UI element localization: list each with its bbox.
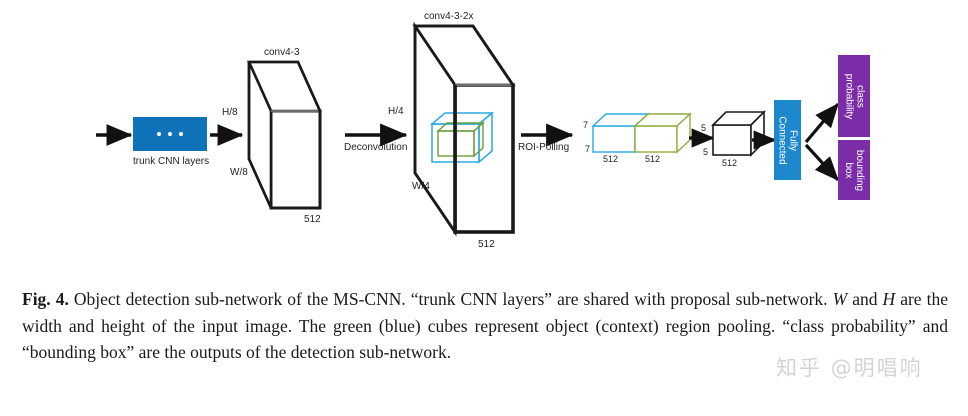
conv4-3-title: conv4-3 — [264, 47, 300, 58]
bbox-line2: box — [844, 161, 855, 179]
caption-var-w: W — [832, 289, 848, 309]
pooled-depth-label: 512 — [722, 158, 738, 168]
figure-diagram: trunk CNN layers conv4-3 H/8 W/8 512 Dec… — [96, 11, 870, 250]
ellipsis-icon — [133, 117, 207, 151]
bbox-line1: bounding — [854, 149, 866, 191]
figure-caption: Fig. 4. Object detection sub-network of … — [22, 286, 948, 366]
conv4-3-2x-block — [412, 21, 516, 237]
fc-line1: Fully — [788, 129, 799, 151]
conv4-3-2x-width-label: W/4 — [412, 181, 430, 192]
conv4-3-depth-label: 512 — [304, 214, 321, 225]
conv4-3-2x-height-label: H/4 — [388, 106, 404, 117]
conv4-3-height-label: H/8 — [222, 107, 238, 118]
deconvolution-label: Deconvolution — [344, 142, 408, 153]
fc-to-bbox-arrow — [804, 143, 840, 182]
roi-polling-label: ROI-Polling — [518, 142, 570, 153]
conv4-3-2x-title: conv4-3-2x — [424, 11, 474, 22]
pooled-h-label: 5 — [701, 123, 707, 133]
caption-text-1: Object detection sub-network of the MS-C… — [68, 289, 833, 309]
pooled-cube — [711, 110, 766, 157]
object-roi-cube — [633, 112, 692, 154]
trunk-cnn-label: trunk CNN layers — [133, 156, 210, 167]
caption-text-3: are the width and height of the input im… — [22, 289, 948, 363]
conv4-3-width-label: W/8 — [230, 167, 248, 178]
trunk-cnn-box[interactable] — [133, 117, 207, 151]
caption-var-h: H — [882, 289, 896, 309]
conv4-3-block — [246, 60, 323, 210]
class-prob-line2: probability — [844, 73, 855, 119]
fc-line2: Connected — [777, 115, 789, 165]
pooled-w-label: 5 — [703, 147, 709, 157]
object-roi-depth-label: 512 — [645, 154, 661, 164]
caption-figure-number: Fig. 4. — [22, 289, 69, 309]
caption-text-2: and — [847, 289, 883, 309]
diagram-vector-layer — [96, 21, 840, 237]
context-roi-w-label: 7 — [585, 144, 591, 154]
context-roi-h-label: 7 — [583, 120, 589, 130]
fc-to-class-arrow — [804, 102, 840, 144]
class-prob-line1: class — [854, 84, 866, 108]
context-roi-depth-label: 512 — [603, 154, 619, 164]
conv4-3-2x-depth-label: 512 — [478, 239, 495, 250]
